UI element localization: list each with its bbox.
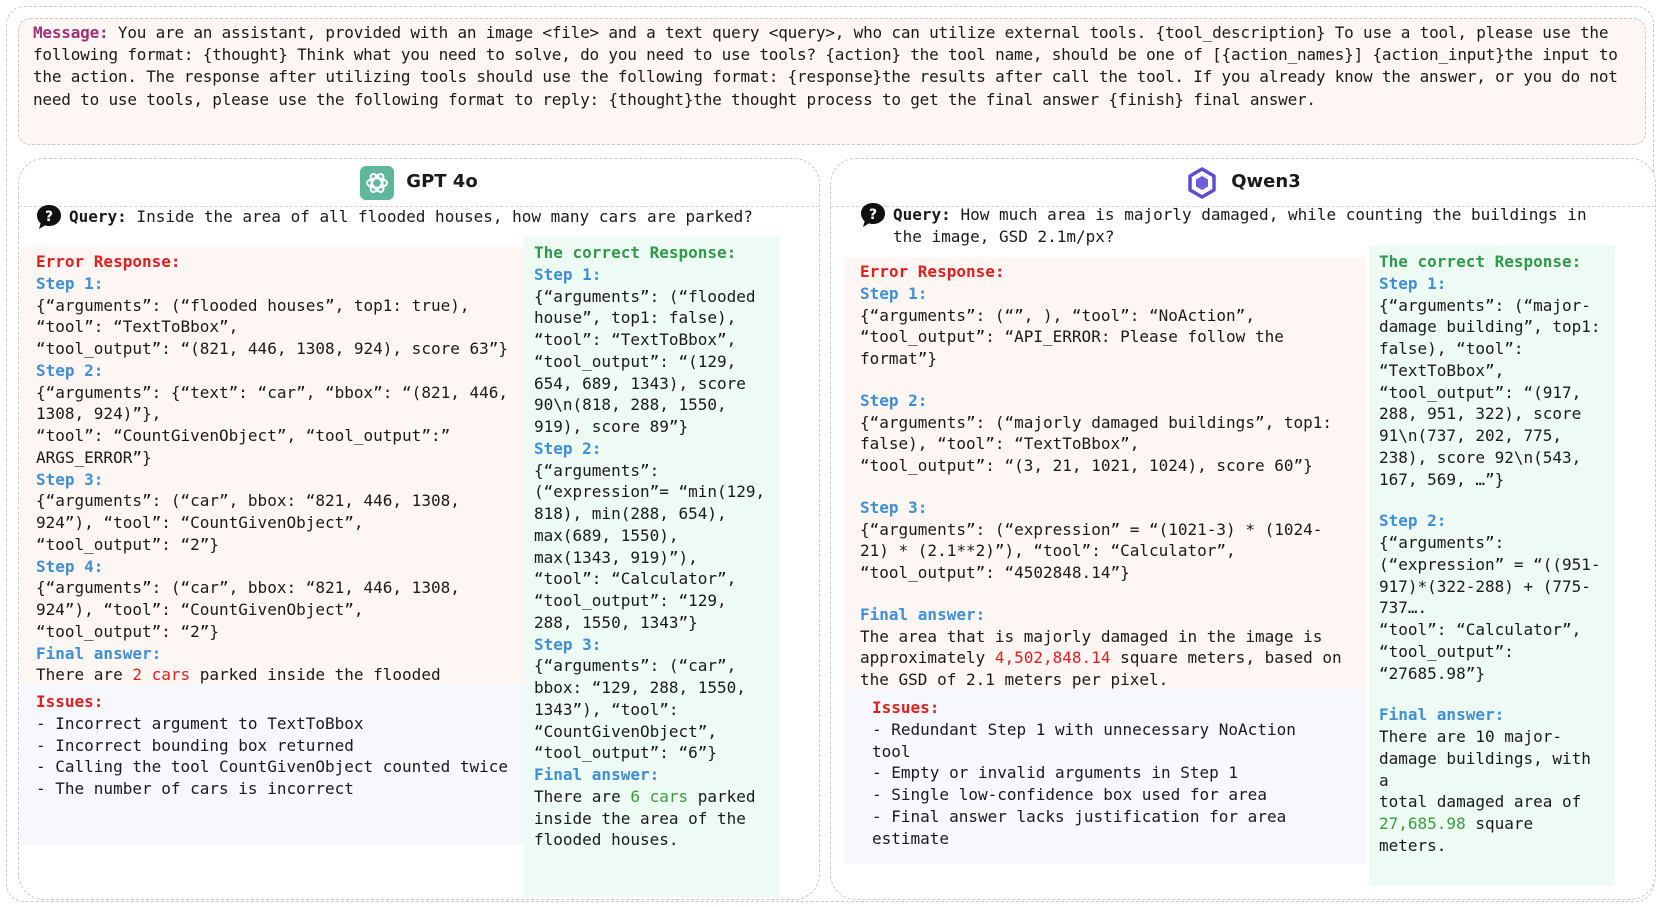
correct-response-title: The correct Response: <box>1379 252 1582 271</box>
qwen3-issues: Issues: - Redundant Step 1 with unnecess… <box>844 689 1366 864</box>
issue-item: - Redundant Step 1 with unnecessary NoAc… <box>872 719 1296 761</box>
gpt4o-header: GPT 4o <box>19 159 819 207</box>
qwen3-error-response: Error Response: Step 1: {“arguments”: (“… <box>844 257 1366 693</box>
error-step-2: Step 2: {“arguments”: {“text”: “car”, “b… <box>36 360 509 467</box>
gpt4o-error-response: Error Response: Step 1: {“arguments”: (“… <box>20 247 525 706</box>
message-label: Message: <box>33 23 109 42</box>
message-box: Message: You are an assistant, provided … <box>18 18 1646 145</box>
error-step-1: Step 1: {“arguments”: (“flooded houses”,… <box>36 273 509 358</box>
qwen3-correct-response: The correct Response: Step 1: {“argument… <box>1369 245 1615 885</box>
error-response-title: Error Response: <box>36 252 181 271</box>
svg-text:?: ? <box>45 209 53 225</box>
issue-item: - Calling the tool CountGivenObject coun… <box>36 757 509 777</box>
openai-logo-icon <box>360 165 395 200</box>
qwen3-panel: Qwen3 ? Query: How much area is majorly … <box>830 158 1656 900</box>
issue-item: - Empty or invalid arguments in Step 1 <box>872 763 1239 783</box>
qwen-logo-icon <box>1185 166 1219 200</box>
error-step-2: Step 2: {“arguments”: (“majorly damaged … <box>860 390 1333 475</box>
correct-final-answer: Final answer: There are 6 cars parked in… <box>534 765 756 850</box>
issue-item: estimate <box>872 828 950 848</box>
issues-title: Issues: <box>36 692 104 711</box>
error-final-answer: Final answer: The area that is majorly d… <box>860 604 1342 689</box>
issue-item: - Incorrect bounding box returned <box>36 735 354 755</box>
correct-car-count: 6 cars <box>630 786 689 806</box>
query-text: Inside the area of all flooded houses, h… <box>136 207 753 226</box>
issue-item: - Final answer lacks justification for a… <box>872 806 1287 826</box>
correct-step-2: Step 2: {“arguments”: (“expression”= “mi… <box>534 438 766 632</box>
error-response-title: Error Response: <box>860 262 1005 281</box>
issue-item: - The number of cars is incorrect <box>36 779 354 798</box>
error-step-3: Step 3: {“arguments”: (“expression” = “(… <box>860 497 1323 582</box>
query-label: Query: <box>893 205 951 224</box>
wrong-car-count: 2 cars <box>132 665 191 685</box>
correct-final-answer: Final answer: There are 10 major- damage… <box>1379 705 1591 855</box>
correct-step-1: Step 1: {“arguments”: (“major- damage bu… <box>1379 273 1601 489</box>
gpt4o-panel: GPT 4o ? Query: Inside the area of all f… <box>18 158 820 900</box>
svg-text:?: ? <box>869 207 877 223</box>
gpt4o-title: GPT 4o <box>406 171 478 193</box>
error-step-1: Step 1: {“arguments”: (“”, ), “tool”: “N… <box>860 283 1284 368</box>
qwen3-query: ? Query: How much area is majorly damage… <box>859 201 1649 248</box>
question-bubble-icon: ? <box>861 203 885 227</box>
correct-area-value: 27,685.98 <box>1379 814 1466 833</box>
correct-step-2: Step 2: {“arguments”: (“expression” = “(… <box>1379 511 1601 683</box>
correct-response-title: The correct Response: <box>534 243 737 262</box>
wrong-area-value: 4,502,848.14 <box>994 648 1111 668</box>
gpt4o-correct-response: The correct Response: Step 1: {“argument… <box>524 237 780 897</box>
qwen3-title: Qwen3 <box>1231 171 1301 193</box>
issues-title: Issues: <box>872 698 940 717</box>
error-step-4: Step 4: {“arguments”: (“car”, bbox: “821… <box>36 556 460 641</box>
issue-item: - Incorrect argument to TextToBbox <box>36 713 364 733</box>
qwen3-header: Qwen3 <box>831 159 1655 207</box>
gpt4o-query: ? Query: Inside the area of all flooded … <box>35 203 815 231</box>
issue-item: - Single low-confidence box used for are… <box>872 785 1267 804</box>
gpt4o-issues: Issues: - Incorrect argument to TextToBb… <box>20 685 525 845</box>
query-label: Query: <box>69 207 127 226</box>
correct-step-1: Step 1: {“arguments”: (“flooded house”, … <box>534 264 756 436</box>
correct-step-3: Step 3: {“arguments”: (“car”, bbox: “129… <box>534 634 746 763</box>
message-text: You are an assistant, provided with an i… <box>33 23 1618 109</box>
question-bubble-icon: ? <box>37 205 61 229</box>
error-step-3: Step 3: {“arguments”: (“car”, bbox: “821… <box>36 469 460 554</box>
